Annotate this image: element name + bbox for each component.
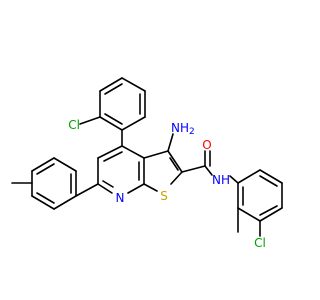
bond	[167, 150, 183, 173]
bond	[102, 180, 114, 188]
bond	[104, 113, 123, 125]
bond	[259, 207, 283, 222]
bond	[97, 145, 123, 159]
bond	[143, 150, 169, 159]
bond	[53, 157, 77, 172]
bond	[31, 195, 55, 210]
atom-label-sulfur: S	[160, 189, 168, 203]
bond	[99, 77, 123, 92]
bond	[237, 207, 261, 222]
bond	[31, 157, 55, 172]
atom-label-amino-subscript: 2	[189, 127, 195, 137]
atom-label-chlorine-right: Cl	[254, 236, 266, 250]
bond	[127, 183, 145, 194]
bond	[53, 195, 77, 210]
atom-label-amide-nh: NH	[212, 173, 230, 187]
bond	[181, 165, 206, 173]
bond	[103, 151, 123, 162]
bond	[75, 183, 99, 197]
bond	[121, 145, 145, 159]
bond	[99, 116, 123, 131]
atom-labels: Cl NH2 O N S NH Cl	[68, 118, 266, 250]
bond	[204, 165, 213, 176]
bond	[97, 183, 113, 194]
atom-label-chlorine-top: Cl	[68, 118, 80, 132]
structure-drawing: Cl NH2 O N S NH Cl	[11, 77, 283, 250]
bond	[259, 175, 278, 187]
bond	[170, 171, 183, 185]
atom-label-oxygen: O	[202, 138, 211, 152]
atom-label-amino-main: NH	[171, 121, 189, 135]
bond-lines	[11, 77, 283, 237]
atom-label-amino: NH2	[171, 121, 195, 137]
bond	[143, 183, 158, 192]
bond	[104, 83, 123, 95]
bond	[79, 116, 101, 125]
bond	[36, 192, 55, 204]
bond	[169, 157, 179, 171]
bond	[259, 205, 278, 216]
bond	[121, 116, 146, 131]
molecule-diagram: Cl NH2 O N S NH Cl	[11, 77, 283, 250]
bond	[167, 133, 174, 152]
bond	[259, 169, 283, 184]
bond	[121, 77, 146, 92]
atom-label-pyridine-nitrogen: N	[116, 191, 125, 205]
bond	[237, 169, 261, 184]
bond	[229, 175, 239, 184]
bond	[36, 163, 55, 175]
